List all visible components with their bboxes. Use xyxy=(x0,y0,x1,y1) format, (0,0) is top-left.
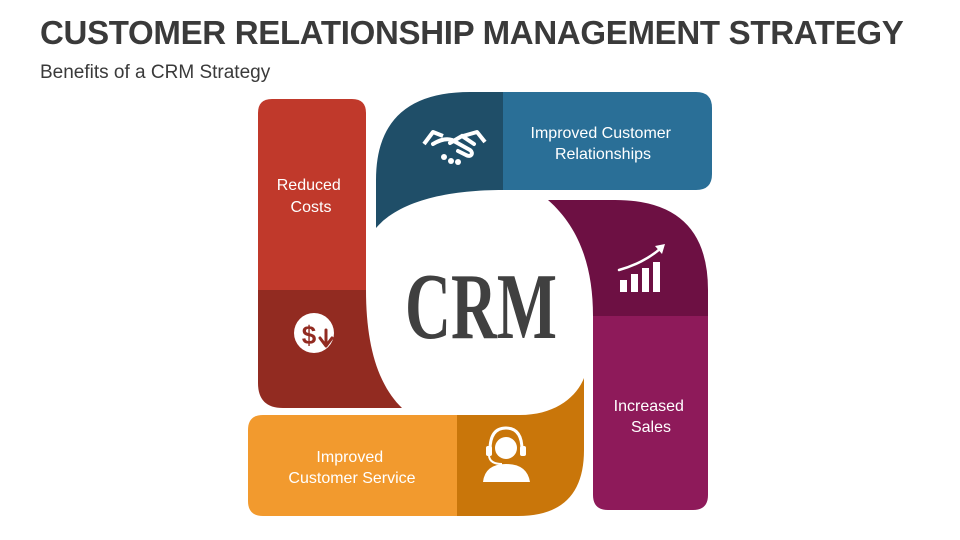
relationships-label-line1: Improved Customer xyxy=(531,125,672,142)
service-panel xyxy=(248,415,457,516)
reduced-costs-curved-segment xyxy=(258,290,402,408)
service-label-line2: Customer Service xyxy=(288,470,415,487)
relationships-curved-segment xyxy=(376,92,503,228)
svg-text:Improved Customer Servic: Improved Customer Service xyxy=(288,449,415,487)
benefit-improved-customer-relationships: Improved Customer Relationships xyxy=(376,92,712,228)
reduced-costs-label-line1: Reduced xyxy=(277,177,341,194)
sales-label-line2: Sales xyxy=(631,419,671,436)
center-crm-text: CRM xyxy=(405,255,557,359)
svg-text:Improved Customer Relati: Improved Customer Relationships xyxy=(531,125,676,163)
sales-curved-segment xyxy=(548,200,708,316)
reduced-costs-panel xyxy=(258,99,366,290)
relationships-label-line2: Relationships xyxy=(555,146,651,163)
dollar-down-icon: $ xyxy=(294,313,334,353)
svg-text:$: $ xyxy=(302,320,317,350)
benefit-increased-sales: Increased Sales xyxy=(548,200,708,510)
reduced-costs-label-line2: Costs xyxy=(291,199,332,216)
relationships-panel xyxy=(503,92,712,190)
sales-label-line1: Increased xyxy=(614,398,684,415)
handshake-icon xyxy=(422,130,487,165)
svg-text:Increased Sales: Increased Sales xyxy=(614,398,689,436)
page-subtitle: Benefits of a CRM Strategy xyxy=(40,62,271,83)
sales-panel xyxy=(593,316,708,510)
svg-text:Reduced Costs: Reduced Costs xyxy=(277,177,346,216)
page-title: CUSTOMER RELATIONSHIP MANAGEMENT STRATEG… xyxy=(40,14,904,51)
growth-chart-icon xyxy=(617,244,665,292)
benefit-reduced-costs: Reduced Costs $ xyxy=(258,99,402,408)
benefit-improved-customer-service: Improved Customer Service xyxy=(248,378,584,516)
service-label-line1: Improved xyxy=(316,449,383,466)
headset-agent-icon xyxy=(483,426,530,482)
